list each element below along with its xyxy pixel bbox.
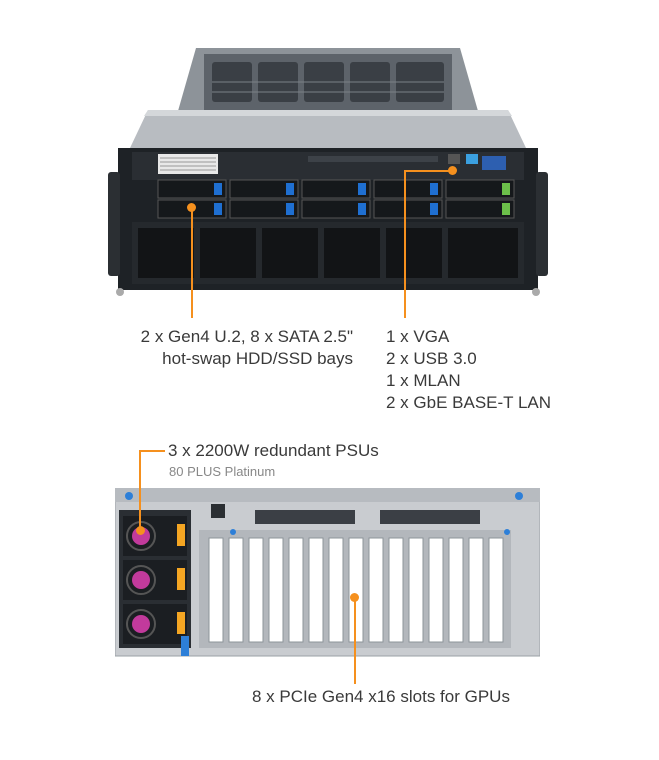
pcie-callout-title: 8 x PCIe Gen4 x16 slots for GPUs	[252, 687, 510, 706]
bay-callout-line2: hot-swap HDD/SSD bays	[162, 349, 353, 368]
rear-server-image	[115, 488, 540, 657]
psu-callout-line-h	[139, 450, 165, 452]
io-line-vga: 1 x VGA	[386, 327, 450, 346]
pcie-callout-dot	[350, 593, 359, 602]
psu-callout-line-v	[139, 450, 141, 530]
io-callout-text: 1 x VGA 2 x USB 3.0 1 x MLAN 2 x GbE BAS…	[386, 326, 551, 414]
psu-callout-subtitle: 80 PLUS Platinum	[169, 464, 276, 479]
pcie-callout-line	[354, 598, 356, 684]
bay-callout-dot	[187, 203, 196, 212]
front-server-image	[108, 48, 548, 296]
bay-callout-text: 2 x Gen4 U.2, 8 x SATA 2.5" hot-swap HDD…	[141, 326, 353, 370]
io-line-usb: 2 x USB 3.0	[386, 349, 477, 368]
psu-callout-title: 3 x 2200W redundant PSUs	[168, 441, 379, 460]
psu-callout-dot	[136, 526, 145, 535]
bay-callout-line	[191, 208, 193, 318]
bay-callout-line1: 2 x Gen4 U.2, 8 x SATA 2.5"	[140, 327, 353, 346]
io-callout-dot	[448, 166, 457, 175]
io-line-lan: 2 x GbE BASE-T LAN	[386, 393, 552, 412]
io-line-mlan: 1 x MLAN	[386, 371, 461, 390]
io-callout-line-v	[404, 170, 406, 318]
io-callout-line-h	[404, 170, 452, 172]
